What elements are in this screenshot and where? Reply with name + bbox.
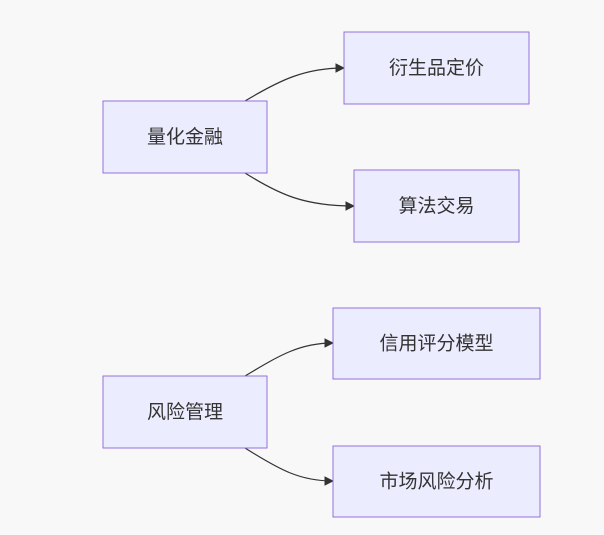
node-risk-management: 风险管理: [102, 375, 268, 449]
node-quant-finance-label: 量化金融: [147, 126, 223, 148]
node-credit-scoring-label: 信用评分模型: [379, 333, 493, 355]
node-market-risk-label: 市场风险分析: [379, 471, 493, 493]
edge-quant-to-algo: [244, 172, 355, 211]
node-credit-scoring: 信用评分模型: [332, 307, 541, 380]
node-derivatives-pricing: 衍生品定价: [343, 31, 530, 105]
node-algo-trading-label: 算法交易: [398, 195, 474, 217]
edge-quant-to-derivatives: [244, 63, 345, 102]
node-algo-trading: 算法交易: [353, 169, 520, 243]
edge-risk-to-credit: [244, 338, 334, 377]
node-market-risk: 市场风险分析: [332, 445, 541, 518]
node-derivatives-pricing-label: 衍生品定价: [389, 57, 484, 79]
node-risk-management-label: 风险管理: [147, 401, 223, 423]
edge-risk-to-market: [244, 447, 334, 486]
node-quant-finance: 量化金融: [102, 100, 268, 174]
